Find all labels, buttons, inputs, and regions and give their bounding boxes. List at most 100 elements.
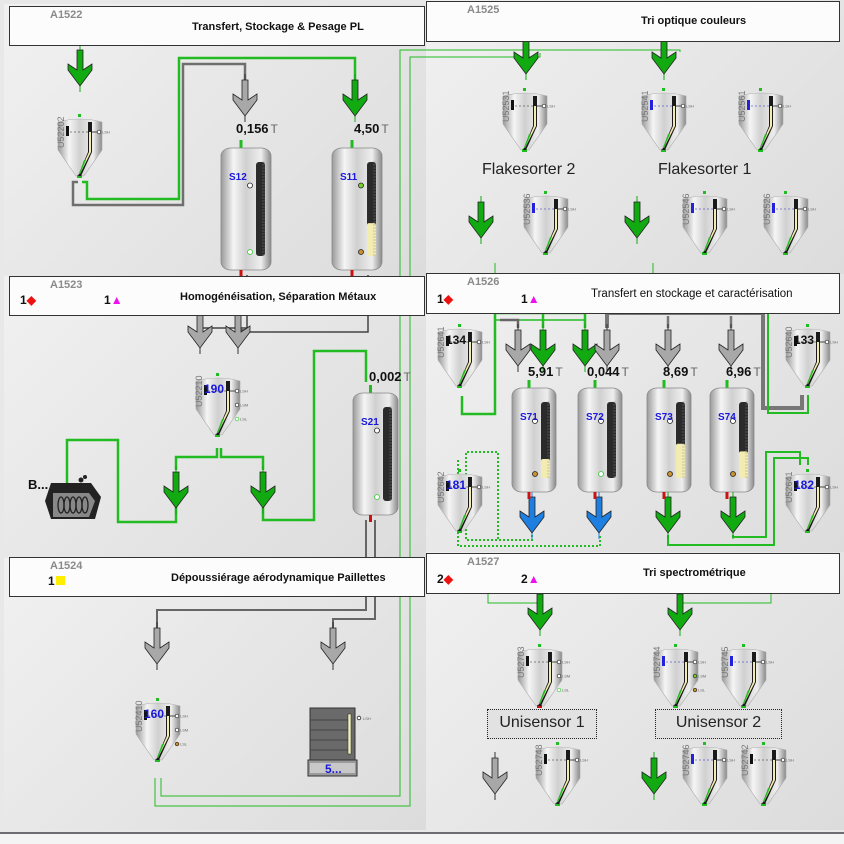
flow-arrow-active-icon[interactable] bbox=[530, 324, 556, 372]
section-header-a1526[interactable]: A1526 Transfert en stockage et caractéri… bbox=[426, 273, 840, 314]
pipe-green bbox=[174, 448, 219, 470]
section-header-a1527[interactable]: A1527 Tri spectrométrique 2◆ 2▲ bbox=[426, 553, 840, 594]
flow-arrow-idle-icon[interactable] bbox=[718, 324, 744, 372]
pipe-gray bbox=[500, 318, 520, 328]
flow-arrow-idle-icon[interactable] bbox=[144, 622, 170, 670]
silo-s74[interactable]: S74 bbox=[709, 380, 755, 499]
flakesorter-2-label[interactable]: Flakesorter 2 bbox=[482, 161, 576, 178]
flow-arrow-active-icon[interactable] bbox=[527, 588, 553, 636]
silo-s73[interactable]: S73 bbox=[646, 380, 692, 499]
section-header-a1524[interactable]: A1524 Dépoussiérage aérodynamique Paille… bbox=[9, 557, 425, 597]
hopper-id: U52742 bbox=[740, 744, 750, 776]
svg-text:LSL: LSL bbox=[240, 417, 248, 422]
svg-text:LSH: LSH bbox=[766, 660, 774, 665]
svg-text:LSH: LSH bbox=[830, 340, 838, 345]
svg-text:LSH: LSH bbox=[830, 485, 838, 490]
silo-s12[interactable]: S12 bbox=[220, 140, 272, 277]
flow-arrow-idle-icon[interactable] bbox=[320, 622, 346, 670]
bigbag-station-icon[interactable]: LSH bbox=[307, 707, 371, 777]
flow-arrow-active-icon[interactable] bbox=[572, 324, 598, 372]
info-badge[interactable]: 1 bbox=[48, 574, 65, 588]
section-header-a1525[interactable]: A1525 Tri optique couleurs bbox=[426, 1, 840, 42]
section-header-a1523[interactable]: A1523 Homogénéisation, Séparation Métaux… bbox=[9, 276, 425, 316]
section-code: A1526 bbox=[467, 276, 500, 288]
svg-text:LSM: LSM bbox=[240, 403, 248, 408]
section-header-a1522[interactable]: A1522 Transfert, Stockage & Pesage PL bbox=[9, 6, 425, 46]
hopper-number: 190 bbox=[204, 382, 224, 396]
flow-arrow-active-icon[interactable] bbox=[67, 44, 93, 92]
warning-badge[interactable]: 2▲ bbox=[521, 572, 540, 586]
svg-text:LSH: LSH bbox=[786, 758, 794, 763]
svg-text:LSH: LSH bbox=[686, 104, 694, 109]
silo-s21[interactable]: S21 bbox=[352, 385, 399, 522]
svg-text:LSH: LSH bbox=[102, 130, 110, 135]
flow-arrow-active-icon[interactable] bbox=[667, 588, 693, 636]
flow-arrow-active-icon[interactable] bbox=[655, 491, 681, 539]
flow-arrow-idle-icon[interactable] bbox=[232, 74, 258, 122]
flow-arrow-active-icon[interactable] bbox=[624, 196, 650, 244]
flow-arrow-active-icon[interactable] bbox=[641, 752, 667, 800]
alarm-badge[interactable]: 2◆ bbox=[437, 572, 453, 586]
flow-arrow-blue-icon[interactable] bbox=[586, 491, 612, 539]
warning-badge[interactable]: 1▲ bbox=[521, 292, 540, 306]
flow-arrow-blue-icon[interactable] bbox=[519, 491, 545, 539]
hopper-id: U52546 bbox=[681, 193, 691, 225]
hopper-u2d[interactable]: LSH U52742 bbox=[740, 742, 794, 806]
svg-text:LSL: LSL bbox=[180, 742, 188, 747]
pipe-green-thin bbox=[487, 592, 540, 604]
hopper-u2b[interactable]: LSH U52745 bbox=[720, 644, 774, 708]
hopper-id: U52745 bbox=[720, 646, 730, 678]
alarm-badge[interactable]: 1◆ bbox=[20, 293, 36, 307]
flow-arrow-active-icon[interactable] bbox=[342, 74, 368, 122]
flow-arrow-active-icon[interactable] bbox=[250, 466, 276, 514]
flakesorter-1-label[interactable]: Flakesorter 1 bbox=[658, 161, 752, 178]
silo-s11[interactable]: S11 bbox=[331, 140, 383, 277]
section-code: A1527 bbox=[467, 556, 500, 568]
flow-arrow-active-icon[interactable] bbox=[468, 196, 494, 244]
flow-arrow-idle-icon[interactable] bbox=[594, 324, 620, 372]
pipe-gray bbox=[71, 62, 247, 207]
silo-s71[interactable]: S71 bbox=[511, 380, 557, 499]
flow-arrow-idle-icon[interactable] bbox=[505, 324, 531, 372]
status-bar bbox=[0, 832, 844, 844]
silo-s72[interactable]: S72 bbox=[577, 380, 623, 499]
svg-text:LSH: LSH bbox=[180, 714, 188, 719]
crusher-icon[interactable] bbox=[45, 475, 101, 519]
pipe-green bbox=[82, 56, 357, 201]
svg-text:LSH: LSH bbox=[580, 758, 588, 763]
flow-arrow-active-icon[interactable] bbox=[720, 491, 746, 539]
warning-badge[interactable]: 1▲ bbox=[104, 293, 123, 307]
unisensor-1-label[interactable]: Unisensor 1 bbox=[487, 709, 597, 739]
alarm-badge[interactable]: 1◆ bbox=[437, 292, 453, 306]
hopper-id: U52746 bbox=[681, 744, 691, 776]
flow-arrow-idle-icon[interactable] bbox=[655, 324, 681, 372]
pipe-green-thin bbox=[160, 49, 681, 797]
flow-arrow-active-icon[interactable] bbox=[163, 466, 189, 514]
unisensor-2-label[interactable]: Unisensor 2 bbox=[655, 709, 782, 739]
triangle-warning-icon: ▲ bbox=[527, 292, 540, 306]
svg-text:LSH: LSH bbox=[482, 485, 490, 490]
flow-arrow-idle-icon[interactable] bbox=[482, 752, 508, 800]
